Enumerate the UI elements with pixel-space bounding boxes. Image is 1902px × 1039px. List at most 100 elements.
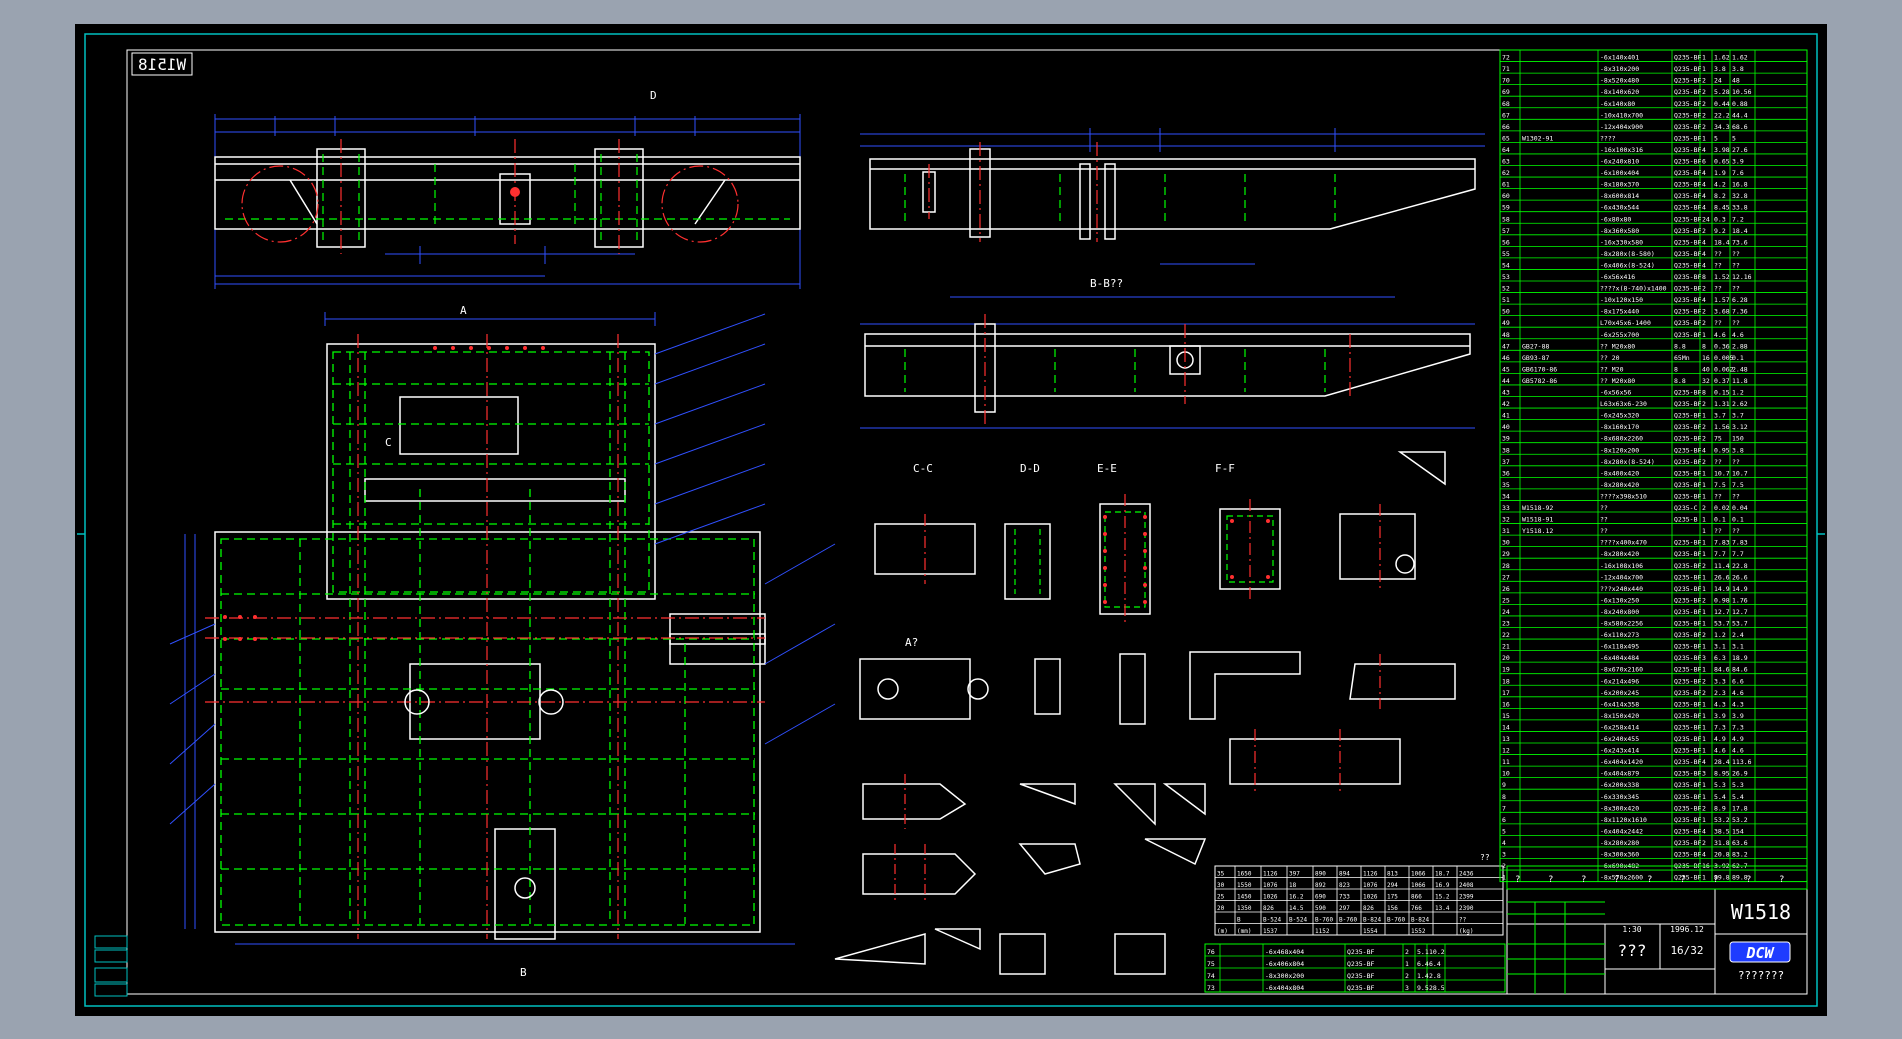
- parts-list-cell: Q235-BF: [1674, 423, 1701, 431]
- cad-drawing-canvas[interactable]: W1518: [75, 24, 1827, 1016]
- parts-list-cell: 1.62: [1732, 54, 1748, 62]
- parts-list-cell: 3.1: [1714, 643, 1726, 651]
- size-table-caption: ??: [1480, 853, 1490, 862]
- parts-list-cell: 4: [1702, 851, 1706, 859]
- parts-list-cell: 0.36: [1714, 342, 1730, 350]
- gusset-centerlines: [894, 774, 926, 904]
- drawing-sheet: W1518: [75, 24, 1827, 1016]
- parts-list-cell: GB93-87: [1522, 354, 1549, 362]
- parts-list-cell: -8x120x200: [1600, 446, 1639, 454]
- parts-list-cell: 10.56: [1732, 88, 1752, 96]
- parts-list-cell: Q235-BF: [1674, 435, 1701, 443]
- parts-list-cell: Q235-BF: [1674, 492, 1701, 500]
- parts-list-cell: 1: [1702, 527, 1706, 535]
- parts-list-cell: 4.9: [1732, 735, 1744, 743]
- parts-list-cell: ?? M20x80: [1600, 377, 1635, 385]
- size-table-cell: 294: [1387, 882, 1398, 889]
- parts-list-cell: -8x280x(8-524): [1600, 458, 1655, 466]
- parts-list-cell: 27.6: [1732, 146, 1748, 154]
- parts-list-cell: 1: [1702, 481, 1706, 489]
- parts-list-cell: 4: [1702, 204, 1706, 212]
- parts-list-cell: 17.8: [1732, 804, 1748, 812]
- size-table-cell: 25: [1217, 894, 1225, 901]
- parts-list-cell: -8x280x(8-580): [1600, 250, 1655, 258]
- parts-list-cell: 0.005: [1714, 354, 1734, 362]
- parts-list-cell: 5.3: [1732, 781, 1744, 789]
- parts-list-cell: -6x118x495: [1600, 643, 1639, 651]
- parts-list-cell: 24: [1502, 608, 1510, 616]
- parts-list-cell: 31.8: [1714, 839, 1730, 847]
- gusset-details: [834, 783, 1207, 975]
- size-table-cell: 1076: [1263, 882, 1278, 889]
- parts-list-cell: 2.3: [1714, 689, 1726, 697]
- parts-list-cell: ??: [1714, 527, 1722, 535]
- parts-list-cell: 8: [1702, 389, 1706, 397]
- parts-list-cell: -8x180x370: [1600, 181, 1639, 189]
- parts-list-cell: 26.9: [1732, 770, 1748, 778]
- parts-list-cell: Q235-BF: [1674, 747, 1701, 755]
- parts-list-cell: 4.2: [1714, 181, 1726, 189]
- parts-list-cell: 0.37: [1714, 377, 1730, 385]
- parts-list-cell: Q235-BF: [1674, 758, 1701, 766]
- parts-list-cell: 84.6: [1732, 666, 1748, 674]
- parts-list-cell: Q235-BF: [1674, 620, 1701, 628]
- parts-list-cell: 3.7: [1732, 412, 1744, 420]
- size-table-cell: 892: [1315, 882, 1326, 889]
- parts-list-cell: 70: [1502, 77, 1510, 85]
- parts-list-cell: 1.31: [1714, 400, 1730, 408]
- size-table-cell: 1026: [1363, 894, 1378, 901]
- parts-list-cell: -6x255x700: [1600, 331, 1639, 339]
- parts-list-cell: -8x1120x1610: [1600, 816, 1647, 824]
- parts-list-cell: 1: [1702, 516, 1706, 524]
- parts-list-cell: ??: [1600, 516, 1608, 524]
- parts-list-cell: 1: [1702, 874, 1706, 882]
- parts-list-cell: -16x100x316: [1600, 146, 1643, 154]
- title-block-header: ?: [1680, 875, 1685, 885]
- parts-list-cell: ??: [1732, 250, 1740, 258]
- parts-list-cell: 5: [1502, 827, 1506, 835]
- parts-list-cell: 32: [1502, 516, 1510, 524]
- parts-list-cell: ??: [1732, 285, 1740, 293]
- parts-list-cell: 1: [1702, 747, 1706, 755]
- parts-list-cell: Q235-BF: [1674, 215, 1701, 223]
- parts-list-cell: 3.68: [1714, 308, 1730, 316]
- parts-list-cell: -8x150x420: [1600, 712, 1639, 720]
- parts-list-cell: Q235-BF: [1674, 308, 1701, 316]
- parts-list-cell: 3.9: [1732, 158, 1744, 166]
- parts-list-cell: 3.8: [1732, 65, 1744, 73]
- size-table-cell: B: [1237, 917, 1241, 924]
- parts-list-cell: Q235-BF: [1674, 296, 1701, 304]
- parts-list-cell: 38: [1502, 446, 1510, 454]
- bottom-parts-cell: 1.4: [1417, 972, 1429, 980]
- parts-list-cell: 84.6: [1714, 666, 1730, 674]
- parts-list-cell: 4.6: [1732, 747, 1744, 755]
- parts-list-cell: Q235-BF: [1674, 158, 1701, 166]
- parts-list-cell: Q235-BF: [1674, 54, 1701, 62]
- parts-list-cell: ??: [1714, 261, 1722, 269]
- parts-list-cell: 4: [1702, 261, 1706, 269]
- parts-list-cell: 52: [1502, 285, 1510, 293]
- size-table-cell: 35: [1217, 871, 1225, 878]
- parts-list-cell: 1: [1702, 723, 1706, 731]
- parts-list-cell: L70x45x6-1400: [1600, 319, 1651, 327]
- parts-list-cell: 0.15: [1714, 389, 1730, 397]
- size-table-cell: (kg): [1459, 928, 1473, 935]
- parts-list-cell: Q235-BF: [1674, 192, 1701, 200]
- size-table-cell: 1126: [1363, 871, 1378, 878]
- parts-list-cell: Q235-BF: [1674, 874, 1701, 882]
- parts-list-cell: 1.62: [1714, 54, 1730, 62]
- parts-list-cell: -8x300x360: [1600, 851, 1639, 859]
- size-table-cell: 894: [1339, 871, 1350, 878]
- parts-list-cell: 26.6: [1732, 573, 1748, 581]
- parts-list-cell: -8x400x420: [1600, 469, 1639, 477]
- parts-list-cell: 15: [1502, 712, 1510, 720]
- parts-list-cell: 32: [1702, 377, 1710, 385]
- parts-list-cell: 24: [1702, 215, 1710, 223]
- parts-list-cell: 7.83: [1714, 539, 1730, 547]
- parts-list-cell: 3: [1702, 654, 1706, 662]
- parts-list-cell: Q235-BF: [1674, 273, 1701, 281]
- parts-list-cell: -12x404x700: [1600, 573, 1643, 581]
- parts-list-cell: 53.7: [1732, 620, 1748, 628]
- parts-list-cell: 65Mn: [1674, 354, 1690, 362]
